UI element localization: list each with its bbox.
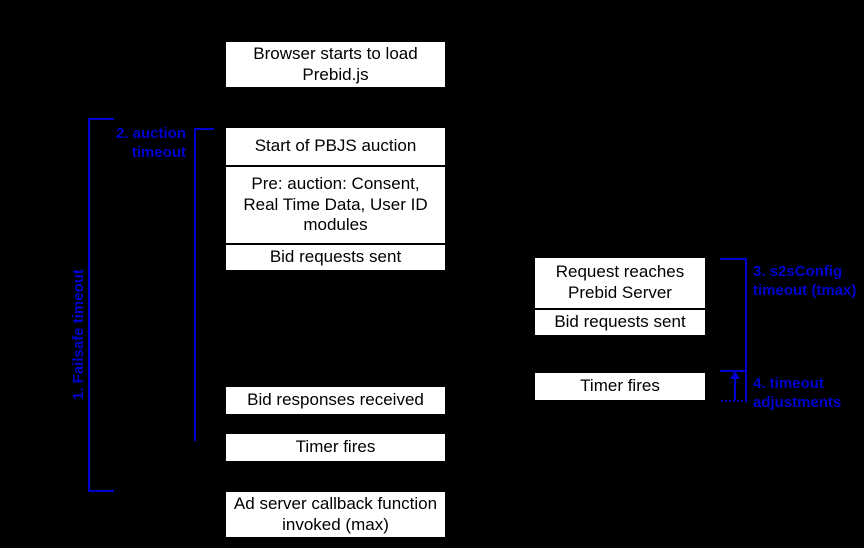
timeout-adjust-arrow-head-icon	[730, 371, 740, 379]
box-pbs-bid-requests-sent: Bid requests sent	[534, 309, 706, 336]
box-ad-server-callback-label: Ad server callback function invoked (max…	[233, 493, 438, 534]
box-pbs-timer-fires-label: Timer fires	[580, 376, 660, 396]
s2sconfig-bracket-top-tick	[720, 258, 747, 260]
box-pre-auction-label: Pre: auction: Consent, Real Time Data, U…	[243, 173, 428, 235]
failsafe-bracket-bottom-tick	[88, 490, 114, 492]
box-timer-fires: Timer fires	[225, 433, 446, 462]
auction-bracket-top-tick	[194, 128, 214, 130]
box-browser-load-label: Browser starts to load Prebid.js	[253, 43, 418, 84]
annotation-timeout-adjustments: 4. timeout adjustments	[753, 375, 842, 411]
box-bid-requests-sent: Bid requests sent	[225, 244, 446, 271]
box-ad-server-callback: Ad server callback function invoked (max…	[225, 491, 446, 538]
box-bid-responses-received: Bid responses received	[225, 386, 446, 415]
box-pre-auction: Pre: auction: Consent, Real Time Data, U…	[225, 166, 446, 244]
box-pbs-bid-requests-sent-label: Bid requests sent	[554, 312, 686, 332]
box-timer-fires-label: Timer fires	[295, 437, 376, 457]
box-bid-responses-received-label: Bid responses received	[247, 390, 424, 410]
failsafe-bracket-top-tick	[88, 118, 114, 120]
box-start-auction-label: Start of PBJS auction	[254, 136, 417, 156]
timeout-adjust-dotted-line	[721, 400, 747, 402]
annotation-failsafe-timeout: 1. Failsafe timeout	[70, 269, 87, 400]
annotation-s2sconfig-timeout: 3. s2sConfig timeout (tmax)	[753, 263, 857, 299]
box-request-reaches-pbs: Request reaches Prebid Server	[534, 257, 706, 309]
box-browser-load: Browser starts to load Prebid.js	[225, 41, 446, 88]
auction-bracket-vertical	[194, 128, 196, 441]
failsafe-bracket-vertical	[88, 118, 90, 492]
box-bid-requests-sent-label: Bid requests sent	[269, 247, 402, 267]
annotation-auction-timeout: 2. auction timeout	[115, 125, 186, 161]
box-start-auction: Start of PBJS auction	[225, 127, 446, 166]
timeout-adjust-arrow-shaft	[734, 378, 736, 400]
box-pbs-timer-fires: Timer fires	[534, 372, 706, 401]
s2sconfig-bracket-vertical	[745, 258, 747, 372]
timeout-adjust-vertical	[745, 370, 747, 402]
box-request-reaches-pbs-label: Request reaches Prebid Server	[555, 262, 685, 302]
